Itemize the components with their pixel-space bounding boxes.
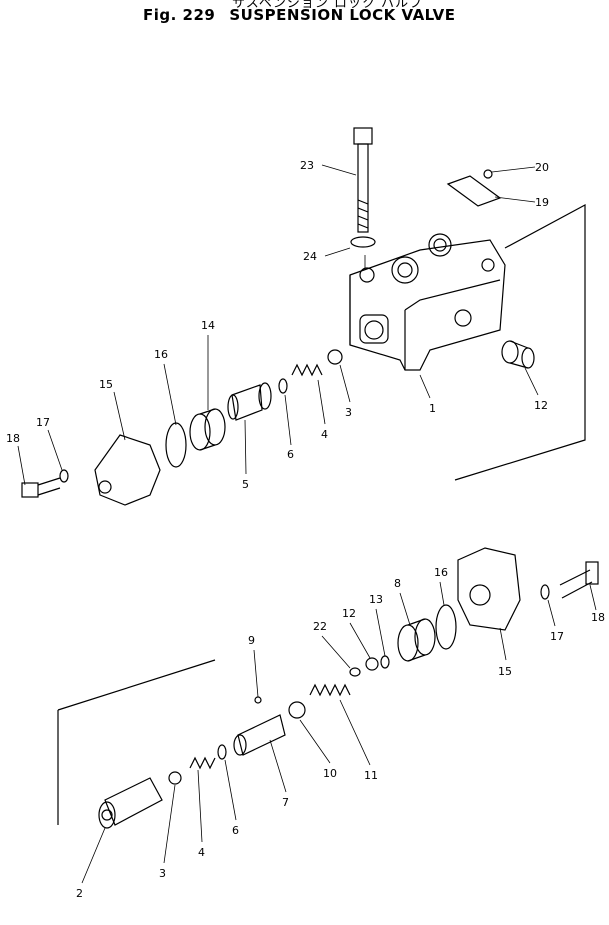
o-ring-6 bbox=[278, 378, 288, 394]
callout-6: 6 bbox=[287, 448, 294, 461]
collar-8 bbox=[397, 618, 436, 662]
plug-12 bbox=[501, 340, 535, 369]
washer-24 bbox=[350, 236, 376, 248]
callout-4-lower: 4 bbox=[198, 846, 205, 859]
callout-1: 1 bbox=[429, 402, 436, 415]
callout-18-lower: 18 bbox=[591, 611, 605, 624]
ball-3-lower bbox=[168, 771, 182, 785]
callout-10: 10 bbox=[323, 767, 337, 780]
collar-14 bbox=[189, 408, 226, 451]
ball-3 bbox=[327, 349, 343, 365]
plate-19 bbox=[446, 175, 502, 207]
upper-plane-outline bbox=[454, 203, 586, 481]
figure-name: SUSPENSION LOCK VALVE bbox=[229, 6, 456, 24]
cover-15 bbox=[94, 434, 161, 506]
callout-13: 13 bbox=[369, 593, 383, 606]
callout-24: 24 bbox=[303, 250, 317, 263]
lower-plane-outline bbox=[57, 659, 216, 825]
spool-7 bbox=[233, 714, 286, 756]
callout-2: 2 bbox=[76, 887, 83, 900]
spring-11 bbox=[309, 683, 351, 697]
piston-5 bbox=[227, 382, 272, 421]
callout-23: 23 bbox=[300, 159, 314, 172]
leader-lines bbox=[17, 164, 597, 884]
cover-15-lower bbox=[457, 547, 521, 631]
valve-body-1 bbox=[349, 233, 506, 371]
bolt-18-lower bbox=[559, 561, 599, 599]
callout-14: 14 bbox=[201, 319, 215, 332]
ball-10 bbox=[288, 701, 306, 719]
callout-3-lower: 3 bbox=[159, 867, 166, 880]
washer-17 bbox=[59, 469, 69, 483]
callout-17: 17 bbox=[36, 416, 50, 429]
screw-20 bbox=[483, 169, 493, 179]
plug-2 bbox=[98, 777, 163, 829]
o-ring-16 bbox=[165, 422, 187, 468]
o-ring-6-lower bbox=[217, 744, 227, 760]
callout-15-lower: 15 bbox=[498, 665, 512, 678]
nut-12 bbox=[365, 657, 379, 671]
callout-9: 9 bbox=[248, 634, 255, 647]
callout-20: 20 bbox=[535, 161, 549, 174]
callout-15: 15 bbox=[99, 378, 113, 391]
callout-18: 18 bbox=[6, 432, 20, 445]
callout-16-lower: 16 bbox=[434, 566, 448, 579]
japanese-title: サスペンション ロック バルブ bbox=[232, 0, 424, 11]
figure-number: Fig. 229 bbox=[143, 6, 216, 24]
callout-7: 7 bbox=[282, 796, 289, 809]
callout-16: 16 bbox=[154, 348, 168, 361]
callout-22: 22 bbox=[313, 620, 327, 633]
callout-6-lower: 6 bbox=[232, 824, 239, 837]
washer-17-lower bbox=[540, 584, 550, 600]
callout-5: 5 bbox=[242, 478, 249, 491]
callout-11: 11 bbox=[364, 769, 378, 782]
callout-19: 19 bbox=[535, 196, 549, 209]
callout-12-lower: 12 bbox=[342, 607, 356, 620]
callout-17-lower: 17 bbox=[550, 630, 564, 643]
spring-4 bbox=[291, 363, 323, 377]
bolt-18 bbox=[21, 477, 61, 498]
spring-4-lower bbox=[189, 756, 216, 770]
callout-8: 8 bbox=[394, 577, 401, 590]
bolt-23 bbox=[353, 127, 373, 233]
callout-12: 12 bbox=[534, 399, 548, 412]
o-ring-13 bbox=[380, 655, 390, 669]
callout-3: 3 bbox=[345, 406, 352, 419]
figure-title: Fig. 229 SUSPENSION LOCK VALVE bbox=[143, 6, 470, 24]
pin-9 bbox=[254, 696, 262, 704]
washer-22 bbox=[349, 667, 361, 677]
callout-4: 4 bbox=[321, 428, 328, 441]
o-ring-16-lower bbox=[435, 604, 457, 650]
